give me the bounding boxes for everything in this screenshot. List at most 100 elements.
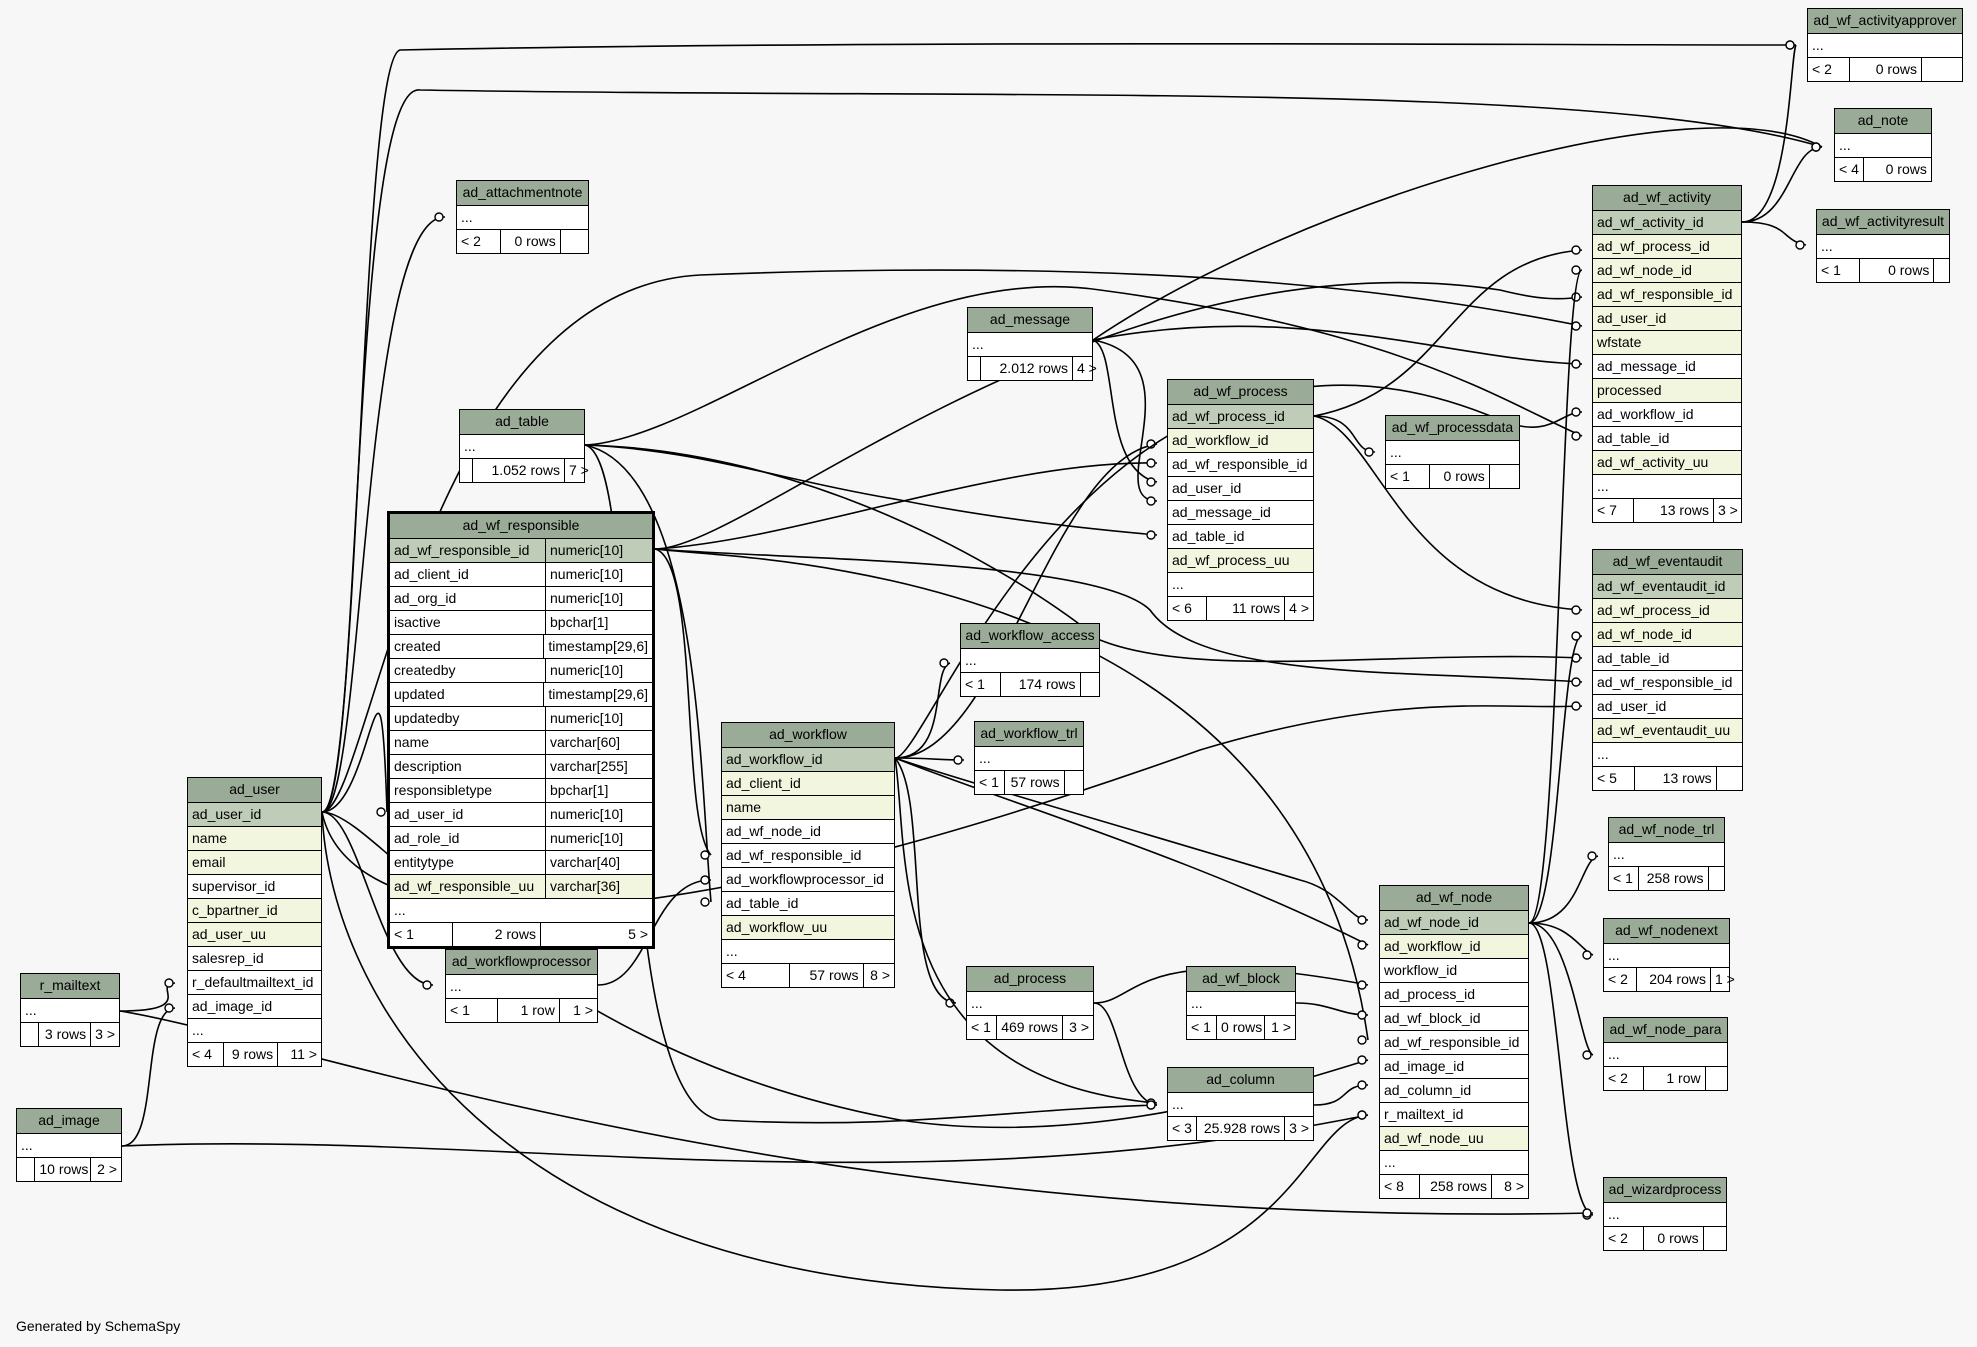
column-row[interactable]: ad_workflow_id [1593, 402, 1741, 426]
column-row[interactable]: ad_workflow_id [1380, 934, 1528, 958]
column-row[interactable]: ad_wf_activity_uu [1593, 450, 1741, 474]
column-row[interactable]: salesrep_id [188, 946, 321, 970]
column-row[interactable]: ad_table_id [1593, 646, 1742, 670]
column-row[interactable]: ad_wf_process_id [1593, 234, 1741, 258]
column-row[interactable]: r_defaultmailtext_id [188, 970, 321, 994]
column-row[interactable]: ad_wf_process_id [1593, 598, 1742, 622]
column-row[interactable]: ad_message_id [1593, 354, 1741, 378]
column-row[interactable]: ad_wf_activity_id [1593, 210, 1741, 234]
column-row[interactable]: ad_user_id [1593, 306, 1741, 330]
column-row[interactable]: c_bpartner_id [188, 898, 321, 922]
column-row[interactable]: ad_image_id [1380, 1054, 1528, 1078]
column-row[interactable]: ad_wf_node_id [1593, 622, 1742, 646]
column-row[interactable]: supervisor_id [188, 874, 321, 898]
parents-count: < 8 [1384, 1178, 1404, 1194]
column-row[interactable]: ad_wf_responsible_id [1380, 1030, 1528, 1054]
column-row[interactable]: ad_wf_eventaudit_id [1593, 574, 1742, 598]
table-title: r_mailtext [21, 974, 119, 998]
column-row[interactable]: ad_table_id [1168, 524, 1313, 548]
column-row[interactable]: email [188, 850, 321, 874]
column-row[interactable]: ad_column_id [1380, 1078, 1528, 1102]
column-row[interactable]: ad_wf_process_id [1168, 404, 1313, 428]
column-row[interactable]: wfstate [1593, 330, 1741, 354]
column-row[interactable]: workflow_id [1380, 958, 1528, 982]
column-row[interactable]: processed [1593, 378, 1741, 402]
column-name: ad_workflow_uu [726, 919, 828, 935]
column-row[interactable]: name [188, 826, 321, 850]
column-row[interactable]: ad_wf_process_uu [1168, 548, 1313, 572]
column-row[interactable]: ad_wf_node_id [1380, 910, 1528, 934]
column-row[interactable]: ad_user_id [1168, 476, 1313, 500]
column-row[interactable]: ad_wf_node_uu [1380, 1126, 1528, 1150]
column-row[interactable]: ad_wf_block_id [1380, 1006, 1528, 1030]
column-row[interactable]: ad_user_id [188, 802, 321, 826]
column-row[interactable]: ad_client_id [722, 771, 894, 795]
column-row[interactable]: ad_table_id [722, 891, 894, 915]
table-title: ad_wf_process [1168, 380, 1313, 404]
column-row[interactable]: ad_wf_responsible_id [722, 843, 894, 867]
children-count [1704, 1067, 1727, 1090]
column-row[interactable]: ad_user_id [1593, 694, 1742, 718]
column-row[interactable]: r_mailtext_id [1380, 1102, 1528, 1126]
column-row[interactable]: ad_wf_responsible_id [1168, 452, 1313, 476]
crowfoot-marker [1571, 701, 1581, 711]
column-row[interactable]: ad_workflowprocessor_id [722, 867, 894, 891]
column-row[interactable]: ad_wf_node_id [1593, 258, 1741, 282]
column-row[interactable]: ad_user_uu [188, 922, 321, 946]
column-row[interactable]: ad_wf_responsible_id [1593, 282, 1741, 306]
column-row[interactable]: ad_table_id [1593, 426, 1741, 450]
column-row[interactable]: ad_wf_node_id [722, 819, 894, 843]
generated-by-note: Generated by SchemaSpy [16, 1318, 181, 1334]
column-row[interactable]: ad_wf_responsible_id [1593, 670, 1742, 694]
column-row[interactable]: name [722, 795, 894, 819]
column-row[interactable]: ad_workflow_id [722, 747, 894, 771]
column-row[interactable]: ad_workflow_id [1168, 428, 1313, 452]
column-row[interactable]: ad_process_id [1380, 982, 1528, 1006]
column-row[interactable]: ad_wf_eventaudit_uu [1593, 718, 1742, 742]
column-row[interactable]: ad_image_id [188, 994, 321, 1018]
column-row[interactable]: ad_workflow_uu [722, 915, 894, 939]
column-row[interactable]: ad_message_id [1168, 500, 1313, 524]
